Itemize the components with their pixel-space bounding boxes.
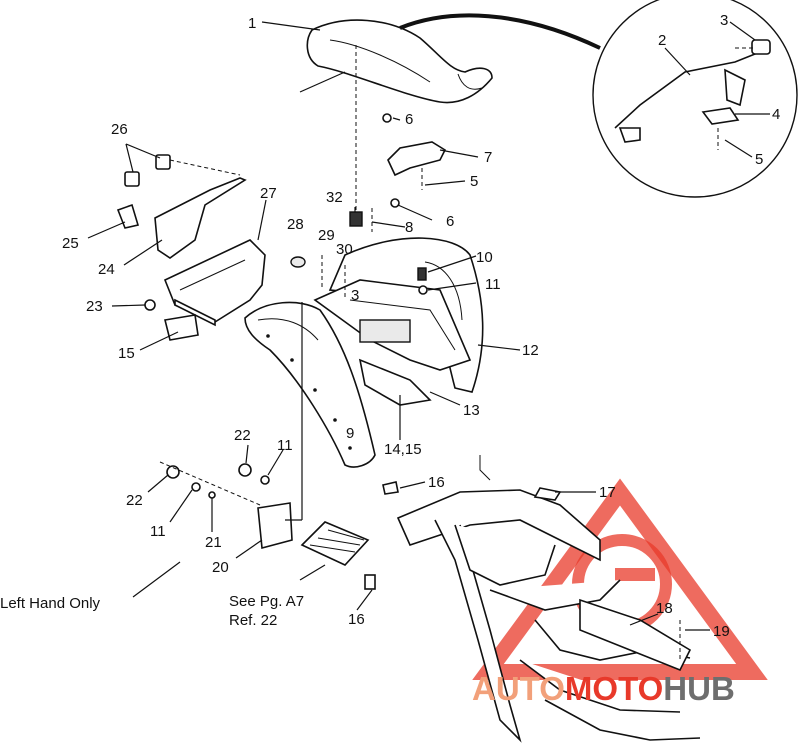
callout-9: 9 <box>346 425 354 442</box>
leader-lines <box>87 21 770 631</box>
inset-seat-latch-detail <box>592 0 798 198</box>
callout-22b: 22 <box>234 427 251 444</box>
callout-6: 6 <box>405 111 413 128</box>
footrest <box>300 521 376 590</box>
left-hand-only-note: Left Hand Only <box>0 595 101 612</box>
callout-25: 25 <box>62 235 79 252</box>
tool-box <box>163 239 266 327</box>
callout-20: 20 <box>212 559 229 576</box>
callout-1: 1 <box>248 15 256 32</box>
callout-5b: 5 <box>470 173 478 190</box>
callout-30: 30 <box>336 241 353 258</box>
callout-19: 19 <box>713 623 730 640</box>
callout-26: 26 <box>111 121 128 138</box>
watermark-text: AUTOMOTOHUB <box>472 670 735 707</box>
callout-10: 10 <box>476 249 493 266</box>
callout-5: 5 <box>755 151 763 168</box>
callout-13: 13 <box>463 402 480 419</box>
watermark-hub: HUB <box>663 670 735 707</box>
reference-note: Ref. 22 <box>229 612 277 629</box>
callout-27: 27 <box>260 185 277 202</box>
frame <box>396 455 701 743</box>
watermark-auto: AUTO <box>472 670 565 707</box>
callout-16: 16 <box>428 474 445 491</box>
callout-11: 11 <box>485 276 501 293</box>
callout-6b: 6 <box>446 213 454 230</box>
callout-14-15: 14,15 <box>384 441 422 458</box>
callout-3: 3 <box>720 12 728 29</box>
callout-7: 7 <box>484 149 492 166</box>
callout-22: 22 <box>126 492 143 509</box>
svg-text:AUTOMOTOHUB: AUTOMOTOHUB <box>472 670 735 707</box>
callout-32: 32 <box>326 189 343 206</box>
watermark-moto: MOTO <box>565 670 663 707</box>
callout-4: 4 <box>772 106 780 123</box>
callout-15: 15 <box>118 345 135 362</box>
callout-12: 12 <box>522 342 539 359</box>
see-page-note: See Pg. A7 <box>229 593 304 610</box>
notes: Left Hand Only See Pg. A7 Ref. 22 <box>0 593 304 629</box>
callout-29: 29 <box>318 227 335 244</box>
callout-28: 28 <box>287 216 304 233</box>
callout-2: 2 <box>658 32 666 49</box>
callout-18: 18 <box>656 600 673 617</box>
rear-fender <box>313 237 484 406</box>
callout-8: 8 <box>405 219 413 236</box>
callout-16b: 16 <box>348 611 365 628</box>
callout-11b: 11 <box>150 523 166 540</box>
heat-shield <box>116 154 247 259</box>
callouts: 1 2 3 4 5 6 7 5 6 8 32 28 29 30 3 10 11 … <box>62 12 780 640</box>
callout-17: 17 <box>599 484 616 501</box>
callout-24: 24 <box>98 261 115 278</box>
callout-3b: 3 <box>351 287 359 304</box>
left-fender <box>244 301 376 468</box>
callout-21: 21 <box>205 534 222 551</box>
seat-bracket-hardware <box>349 45 447 232</box>
seat <box>306 13 601 104</box>
mount-bracket <box>159 461 293 550</box>
callout-11c: 11 <box>277 437 293 454</box>
callout-23: 23 <box>86 298 103 315</box>
